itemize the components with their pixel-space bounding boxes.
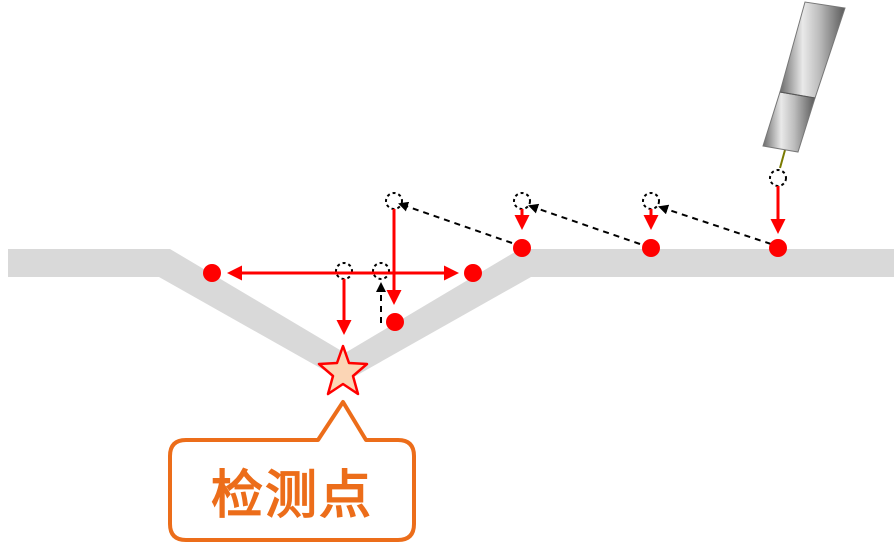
start-position-circle	[372, 262, 390, 280]
start-position-circle	[335, 262, 353, 280]
contact-point	[642, 239, 660, 257]
contact-point	[464, 264, 482, 282]
retract-paths	[376, 201, 772, 323]
workpiece-surface	[8, 249, 894, 382]
start-position-circle	[642, 192, 660, 210]
dashed-return-path	[528, 203, 641, 245]
start-position-circle	[513, 192, 531, 210]
probe-stylus-icon	[762, 1, 846, 169]
contact-point	[769, 239, 787, 257]
dashed-return-path	[398, 201, 513, 244]
contact-point	[203, 264, 221, 282]
probe-moves	[227, 186, 786, 335]
star-icon	[317, 344, 369, 396]
dashed-return-path	[658, 204, 772, 245]
contact-points	[203, 239, 787, 331]
contact-point	[386, 313, 404, 331]
start-position-circle	[385, 192, 403, 210]
callout-box	[168, 400, 416, 542]
contact-point	[513, 239, 531, 257]
start-position-circle	[769, 169, 787, 187]
